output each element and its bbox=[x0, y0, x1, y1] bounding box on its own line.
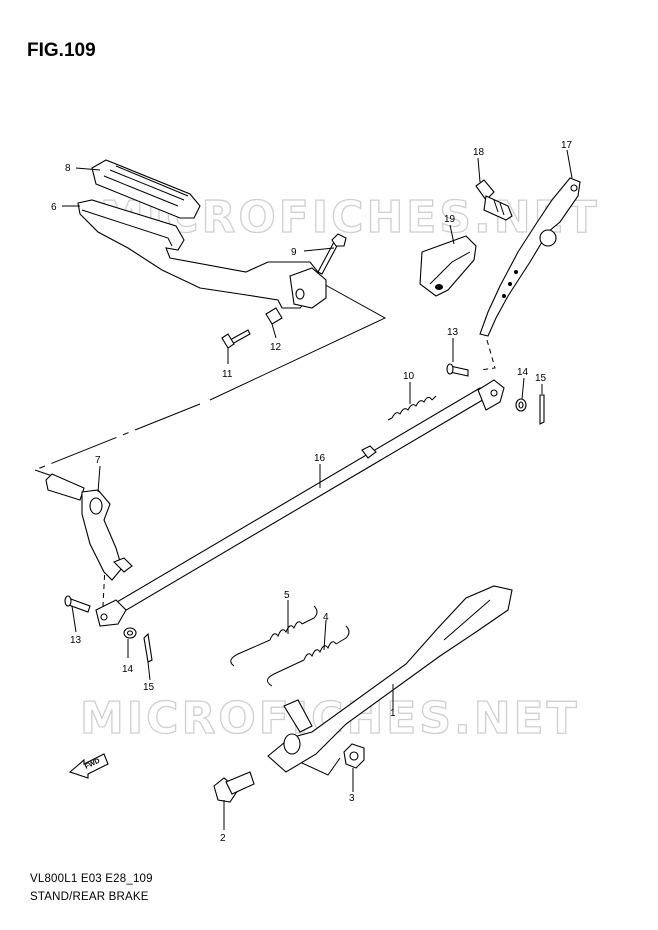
callout-7: 7 bbox=[95, 455, 101, 466]
callout-leaders bbox=[62, 149, 573, 830]
side-stand-part-1 bbox=[267, 585, 513, 773]
callout-13-lower: 13 bbox=[70, 635, 82, 646]
callout-12: 12 bbox=[270, 342, 282, 353]
spring-part-4 bbox=[267, 625, 350, 687]
callout-2: 2 bbox=[220, 833, 226, 844]
callout-16: 16 bbox=[314, 453, 326, 464]
pin-part-13-upper bbox=[446, 363, 469, 377]
callout-5: 5 bbox=[284, 590, 290, 601]
callout-14-upper: 14 bbox=[517, 367, 529, 378]
callout-8: 8 bbox=[65, 163, 71, 174]
cover-part-19 bbox=[419, 235, 477, 297]
callout-15-upper: 15 bbox=[535, 373, 547, 384]
spring-part-5 bbox=[230, 605, 318, 667]
brake-pedal-part-6 bbox=[77, 199, 327, 309]
brake-shaft-part-16 bbox=[95, 379, 505, 627]
callout-11: 11 bbox=[222, 369, 233, 380]
cotter-pin-part-15-lower bbox=[143, 632, 153, 663]
bolt-part-11 bbox=[221, 329, 251, 349]
figure-code: VL800L1 E03 E28_109 bbox=[30, 873, 153, 885]
spring-part-10 bbox=[387, 395, 437, 421]
bolt-part-18 bbox=[475, 179, 513, 221]
washer-part-14-upper bbox=[515, 398, 527, 412]
pin-part-13-lower bbox=[64, 595, 91, 613]
callout-1: 1 bbox=[390, 708, 396, 719]
callout-19: 19 bbox=[444, 214, 456, 225]
callout-6: 6 bbox=[51, 202, 57, 213]
callout-10: 10 bbox=[403, 371, 415, 382]
callout-13-upper: 13 bbox=[447, 327, 459, 338]
cotter-pin-part-15-upper bbox=[539, 394, 545, 425]
callout-15-lower: 15 bbox=[143, 682, 155, 693]
figure-name: STAND/REAR BRAKE bbox=[30, 891, 149, 903]
washer-part-14-lower bbox=[123, 627, 137, 639]
collar-part-12 bbox=[265, 307, 283, 325]
callout-18: 18 bbox=[473, 147, 485, 158]
lever-part-7 bbox=[45, 473, 133, 581]
brake-arm-part-17 bbox=[479, 177, 581, 337]
callout-3: 3 bbox=[349, 793, 355, 804]
bolt-part-2 bbox=[213, 771, 255, 803]
forward-arrow-icon: FWD bbox=[68, 753, 109, 779]
callout-numbers: 8 6 9 18 17 19 11 12 13 10 14 15 16 7 13… bbox=[51, 140, 573, 844]
callout-17: 17 bbox=[561, 140, 573, 151]
callout-4: 4 bbox=[323, 612, 329, 623]
watermark-bottom: MICROFICHES.NET bbox=[80, 693, 580, 744]
nut-part-3 bbox=[343, 743, 365, 769]
callout-9: 9 bbox=[291, 247, 297, 258]
callout-14-lower: 14 bbox=[122, 664, 134, 675]
bolt-part-9 bbox=[317, 233, 347, 275]
pedal-rubber-part-8 bbox=[91, 159, 201, 219]
figure-title: FIG.109 bbox=[27, 40, 96, 61]
reference-lines bbox=[34, 281, 496, 776]
